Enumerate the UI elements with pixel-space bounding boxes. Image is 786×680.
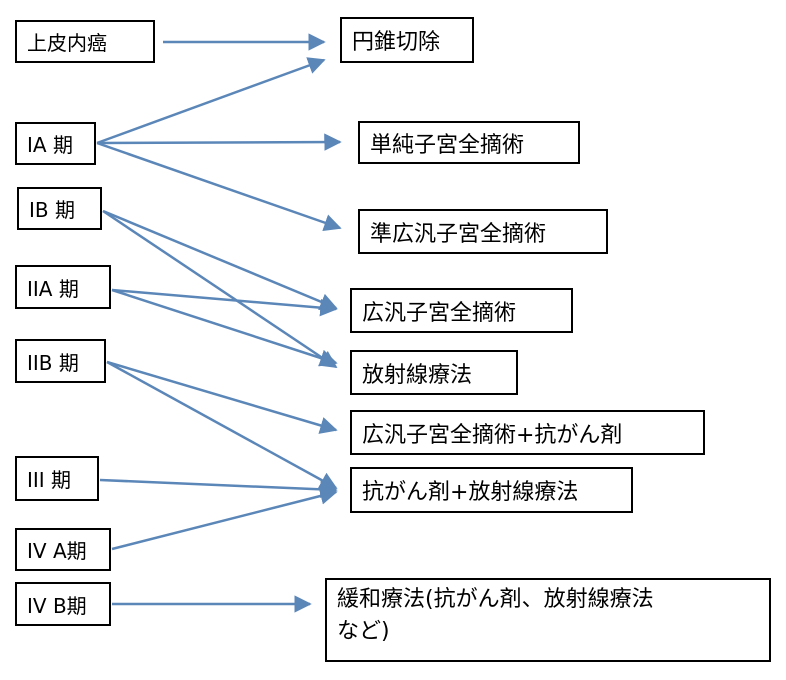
arrow-iii-to-chemo-radio (99, 478, 338, 499)
treatment-chemo-radio-box: 抗がん剤+放射線療法 (350, 467, 633, 513)
stage-iva-box: IV A期 (15, 528, 111, 571)
stage-ivb-box: IV B期 (15, 582, 111, 626)
stage-ib-label: IB 期 (29, 198, 75, 222)
arrow-iib-to-radical-chemo (106, 360, 338, 434)
treatment-modified-radical-box: 準広汎子宮全摘術 (358, 209, 608, 254)
stage-iia-label: IIA 期 (27, 276, 79, 301)
treatment-palliative-label-line1: 緩和療法(抗がん剤、放射線療法 (337, 587, 654, 612)
stage-cis-box: 上皮内癌 (15, 20, 155, 63)
treatment-palliative-label-line2: など) (337, 619, 390, 644)
treatment-radiotherapy-label: 放射線療法 (362, 362, 473, 388)
stage-iib-label: IIB 期 (27, 350, 79, 375)
treatment-palliative-box: 緩和療法(抗がん剤、放射線療法 など) (325, 578, 771, 662)
arrow-iva-to-chemo-radio (111, 487, 338, 551)
treatment-conization-box: 円錐切除 (340, 17, 474, 63)
arrow-iib-to-chemo-radio (106, 360, 338, 490)
stage-cis-label: 上皮内癌 (27, 31, 107, 55)
treatment-radical-chemo-label: 広汎子宮全摘術+抗がん剤 (362, 422, 623, 448)
arrow-ib-to-radical (102, 209, 338, 311)
treatment-simple-hysterectomy-box: 単純子宮全摘術 (358, 121, 580, 164)
stage-iii-box: III 期 (15, 456, 99, 501)
treatment-simple-hysterectomy-label: 単純子宮全摘術 (370, 132, 525, 158)
stage-ivb-label: IV B期 (27, 593, 87, 618)
treatment-radiotherapy-box: 放射線療法 (350, 350, 518, 395)
stage-iia-box: IIA 期 (15, 265, 111, 309)
stage-iii-label: III 期 (27, 468, 72, 492)
arrow-ia-to-simple-hysterectomy (96, 133, 342, 151)
arrow-ia-to-conization (96, 57, 326, 145)
arrow-ib-to-radiotherapy (102, 209, 338, 369)
arrow-iia-to-radiotherapy (111, 288, 338, 367)
stage-iva-label: IV A期 (27, 539, 87, 563)
treatment-modified-radical-label: 準広汎子宮全摘術 (370, 221, 547, 247)
stage-ia-label: IA 期 (27, 133, 73, 157)
stage-iib-box: IIB 期 (15, 339, 106, 383)
treatment-radical-label: 広汎子宮全摘術 (362, 300, 517, 326)
treatment-radical-box: 広汎子宮全摘術 (350, 288, 573, 333)
treatment-chemo-radio-label: 抗がん剤+放射線療法 (362, 480, 579, 505)
stage-ia-box: IA 期 (15, 122, 96, 165)
arrow-ia-to-modified-radical (96, 141, 342, 232)
stage-ib-box: IB 期 (17, 187, 102, 230)
arrow-iia-to-radical (111, 288, 338, 317)
treatment-radical-chemo-box: 広汎子宮全摘術+抗がん剤 (350, 410, 705, 455)
treatment-conization-label: 円錐切除 (352, 30, 441, 55)
